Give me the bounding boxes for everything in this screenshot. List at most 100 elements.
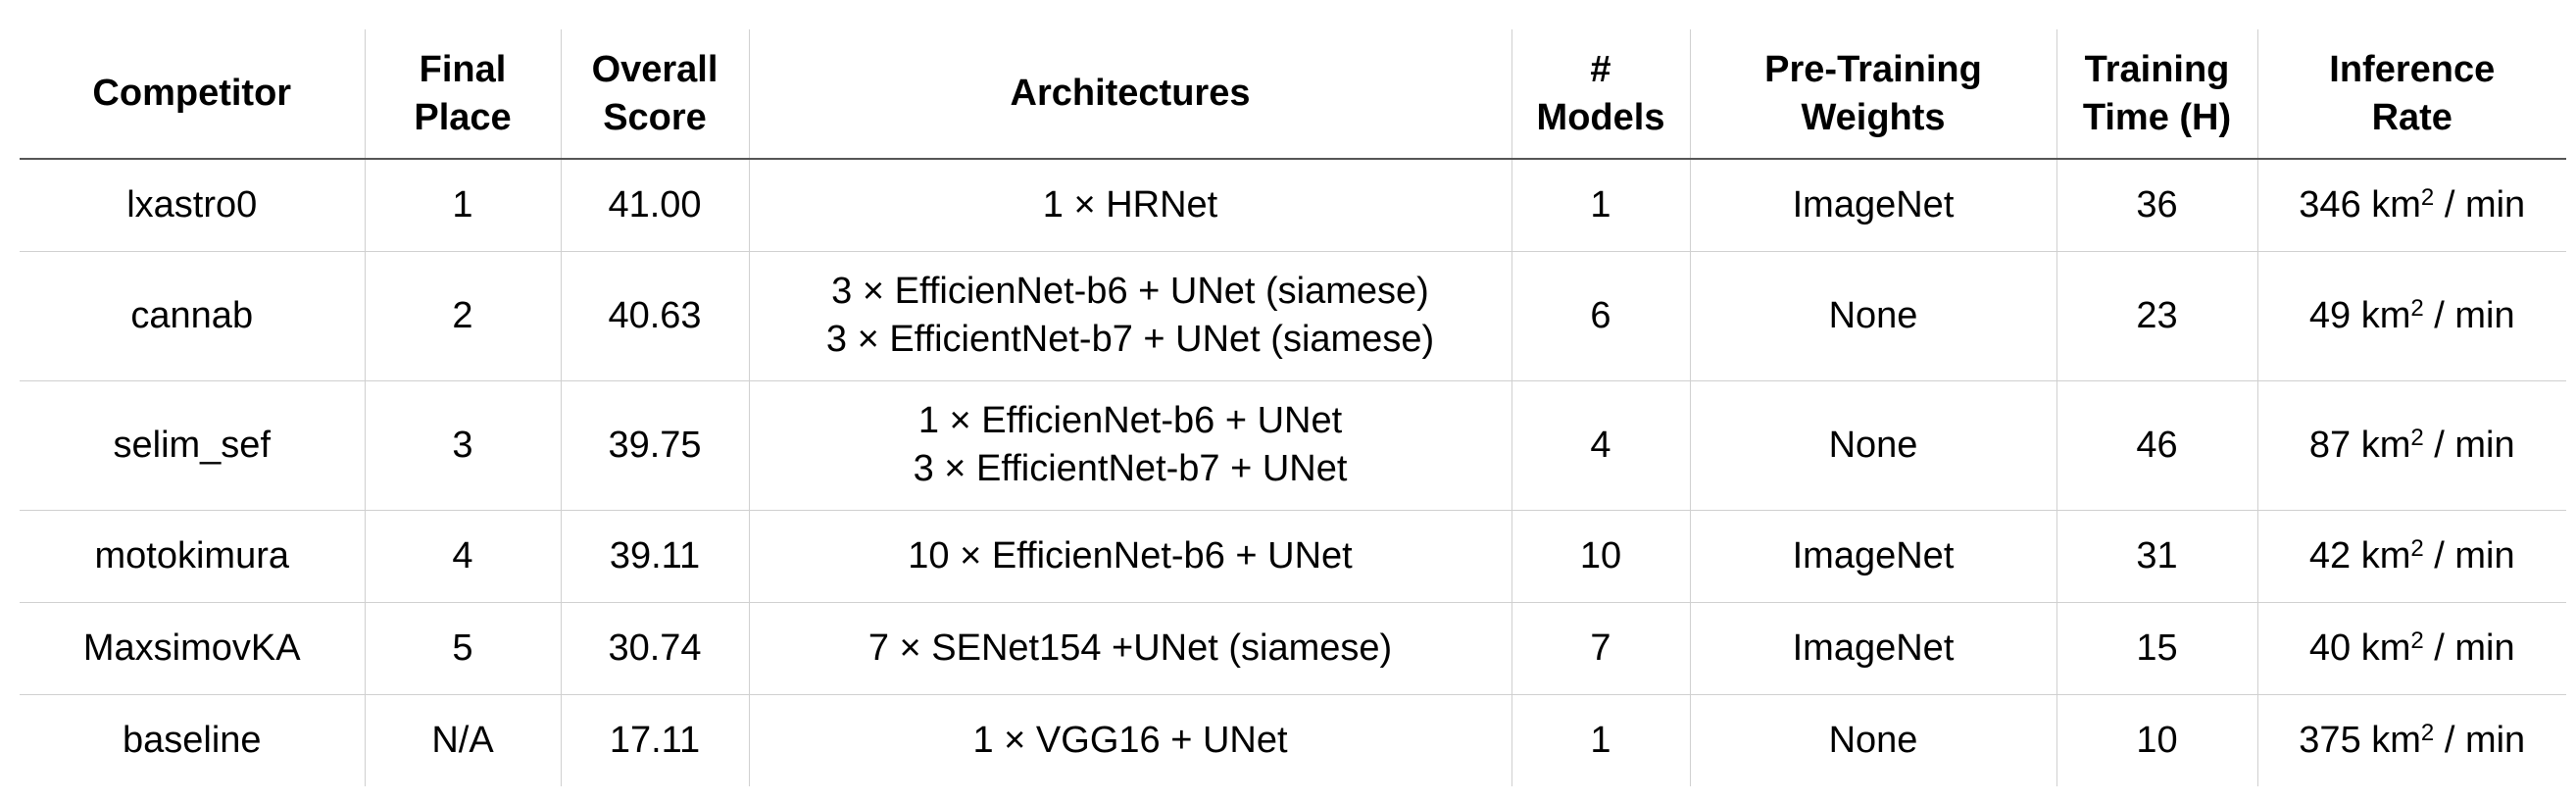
rate-unit: km: [2371, 183, 2421, 226]
header-text: Training: [2084, 48, 2230, 90]
cell-num-models: 7: [1511, 601, 1690, 694]
cell-pretraining-weights: ImageNet: [1689, 601, 2056, 694]
cell-pretraining-weights: ImageNet: [1689, 159, 2056, 251]
rate-unit-exponent: 2: [2420, 183, 2435, 211]
cell-pretraining-weights: None: [1689, 250, 2056, 380]
rate-value: 40: [2308, 627, 2352, 669]
cell-final-place: 4: [364, 509, 561, 602]
rate-unit: km: [2360, 424, 2411, 466]
header-text: Weights: [1801, 96, 1946, 138]
cell-pretraining-weights: None: [1689, 379, 2056, 510]
rate-value: 87: [2308, 424, 2352, 466]
cell-final-place: 2: [364, 250, 561, 380]
cell-final-place: 3: [364, 379, 561, 510]
rate-unit-exponent: 2: [2410, 424, 2424, 451]
cell-final-place: 1: [364, 159, 561, 251]
rate-unit-suffix: / min: [2434, 719, 2526, 761]
cell-final-place: 5: [364, 601, 561, 694]
header-text: Place: [414, 96, 512, 138]
cell-overall-score: 40.63: [560, 250, 749, 380]
cell-inference-rate: 49 km2 / min: [2256, 250, 2566, 380]
header-architectures: Architectures: [748, 29, 1511, 160]
header-text: Competitor: [92, 73, 292, 114]
cell-inference-rate: 40 km2 / min: [2256, 601, 2566, 694]
header-text: Architectures: [1010, 73, 1251, 114]
rate-unit-exponent: 2: [2410, 627, 2424, 654]
cell-pretraining-weights: None: [1689, 693, 2056, 786]
cell-pretraining-weights: ImageNet: [1689, 509, 2056, 602]
architecture-line: 3 × EfficientNet-b7 + UNet (siamese): [825, 319, 1435, 360]
cell-competitor: motokimura: [20, 509, 365, 602]
cell-competitor: cannab: [20, 250, 365, 380]
cell-architectures: 7 × SENet154 +UNet (siamese): [748, 601, 1511, 694]
cell-architectures: 1 × HRNet: [748, 159, 1511, 251]
header-text: #: [1590, 48, 1611, 90]
cell-inference-rate: 375 km2 / min: [2256, 693, 2566, 786]
header-num-models: # Models: [1511, 29, 1690, 160]
cell-inference-rate: 346 km2 / min: [2256, 159, 2566, 251]
rate-value: 346: [2299, 183, 2361, 226]
rate-unit-exponent: 2: [2410, 534, 2424, 562]
cell-training-time: 15: [2056, 601, 2257, 694]
cell-inference-rate: 87 km2 / min: [2256, 379, 2566, 510]
cell-inference-rate: 42 km2 / min: [2256, 509, 2566, 602]
cell-architectures: 3 × EfficienNet-b6 + UNet (siamese) 3 × E…: [748, 250, 1511, 380]
cell-overall-score: 41.00: [560, 159, 749, 251]
rate-unit-exponent: 2: [2410, 294, 2424, 322]
rate-unit-suffix: / min: [2423, 534, 2515, 576]
cell-architectures: 1 × VGG16 + UNet: [748, 693, 1511, 786]
rate-unit-exponent: 2: [2420, 719, 2435, 746]
architecture-line: 10 × EfficienNet-b6 + UNet: [908, 534, 1353, 576]
cell-num-models: 1: [1511, 159, 1690, 251]
cell-architectures: 10 × EfficienNet-b6 + UNet: [748, 509, 1511, 602]
cell-final-place: N/A: [364, 693, 561, 786]
architecture-line: 3 × EfficientNet-b7 + UNet: [913, 448, 1348, 489]
rate-unit-suffix: / min: [2423, 294, 2515, 336]
cell-training-time: 10: [2056, 693, 2257, 786]
architecture-line: 7 × SENet154 +UNet (siamese): [867, 627, 1393, 669]
rate-value: 375: [2299, 719, 2361, 761]
cell-training-time: 36: [2056, 159, 2257, 251]
cell-num-models: 10: [1511, 509, 1690, 602]
header-text: Score: [603, 96, 707, 138]
rate-value: 49: [2308, 294, 2352, 336]
cell-num-models: 6: [1511, 250, 1690, 380]
rate-unit: km: [2360, 627, 2411, 669]
header-text: Models: [1536, 96, 1665, 138]
header-text: Inference: [2329, 48, 2496, 90]
header-text: Time (H): [2082, 96, 2232, 138]
header-text: Rate: [2371, 96, 2452, 138]
cell-overall-score: 39.11: [560, 509, 749, 602]
cell-num-models: 1: [1511, 693, 1690, 786]
cell-competitor: MaxsimovKA: [20, 601, 365, 694]
header-text: Overall: [591, 48, 718, 90]
header-text: Pre-Training: [1764, 48, 1982, 90]
cell-num-models: 4: [1511, 379, 1690, 510]
cell-training-time: 23: [2056, 250, 2257, 380]
cell-training-time: 46: [2056, 379, 2257, 510]
cell-overall-score: 30.74: [560, 601, 749, 694]
architecture-line: 3 × EfficienNet-b6 + UNet (siamese): [831, 271, 1429, 312]
cell-overall-score: 39.75: [560, 379, 749, 510]
rate-value: 42: [2308, 534, 2352, 576]
cell-training-time: 31: [2056, 509, 2257, 602]
rate-unit: km: [2371, 719, 2421, 761]
cell-competitor: lxastro0: [126, 183, 258, 226]
architecture-line: 1 × VGG16 + UNet: [972, 719, 1288, 761]
header-text: Final: [419, 48, 507, 90]
